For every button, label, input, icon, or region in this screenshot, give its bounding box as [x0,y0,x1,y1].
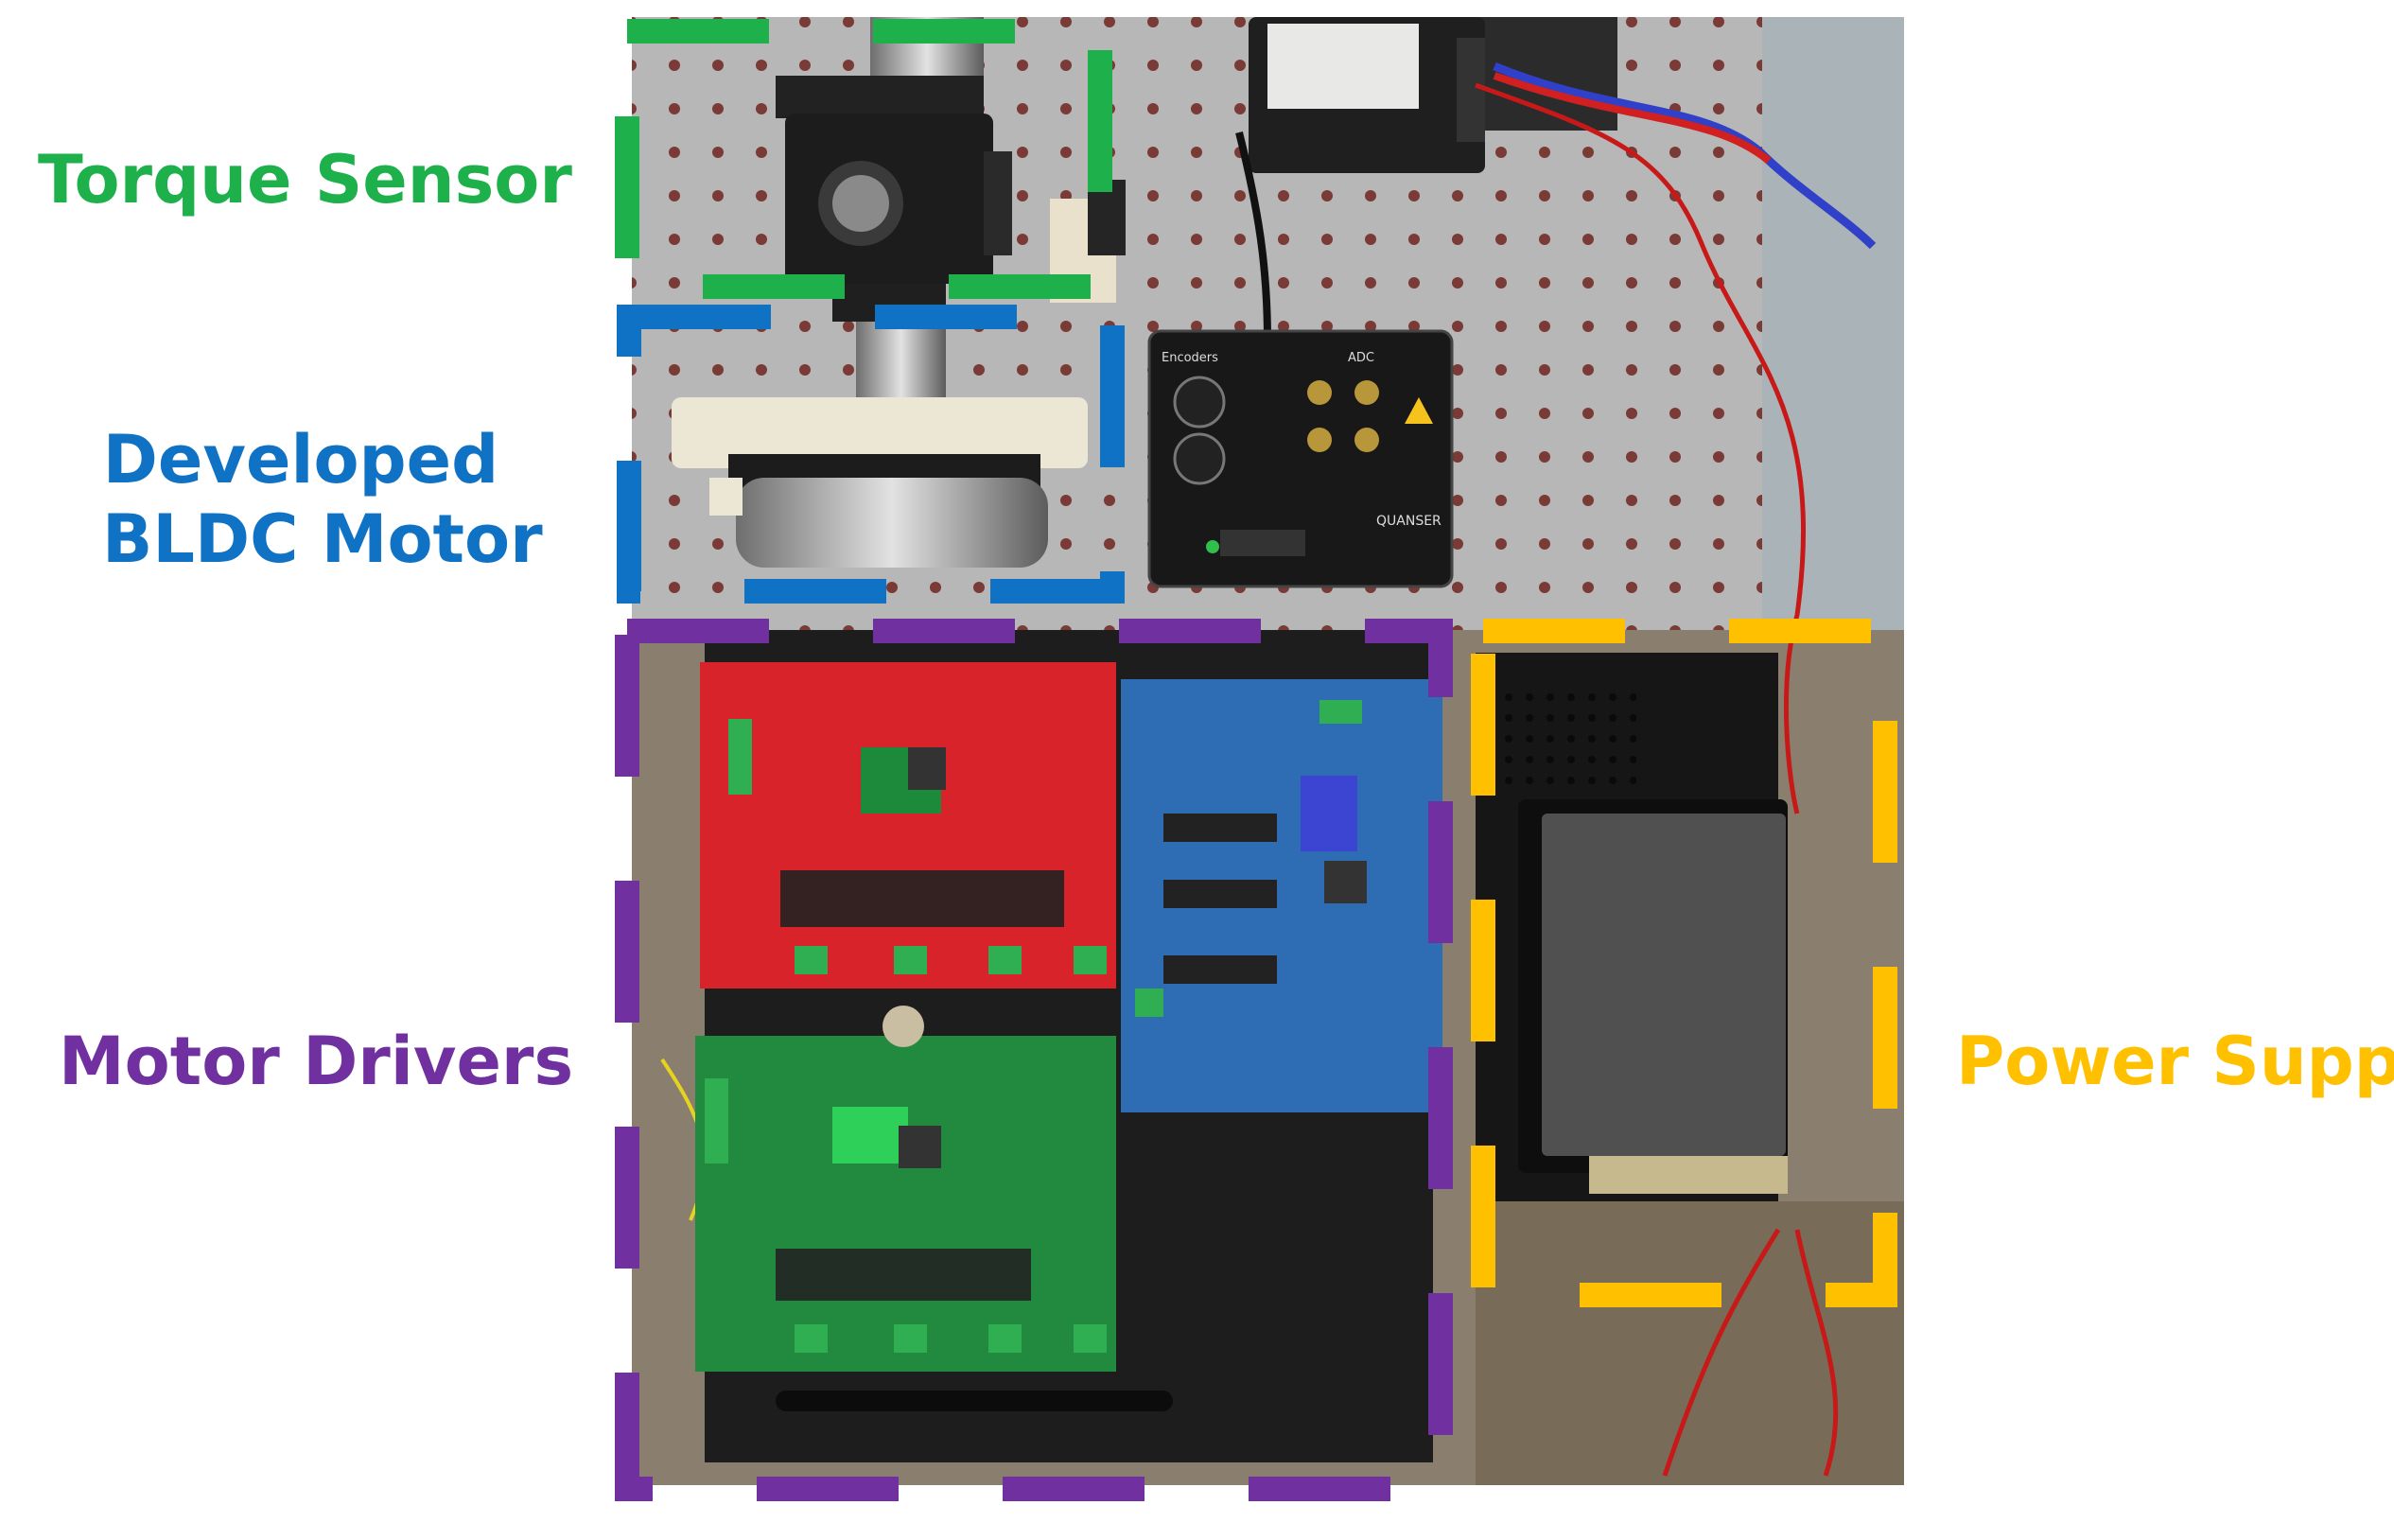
power-supply-device [1476,653,1788,1201]
torque-sensor-device [776,17,1126,435]
power-supply-dashed-box [1471,619,1897,1307]
cables [660,61,1877,1477]
bldc-motor-label: Developed BLDC Motor [102,420,543,579]
motor-drivers-dashed-box [615,619,1453,1501]
daq-board: Encoders ADC QUANSER [1147,329,1454,588]
blue-driver-board [1121,679,1442,1112]
daq-adc-text: ADC [1348,351,1374,365]
daq-brand-text: QUANSER [1376,514,1442,529]
bldc-motor-dashed-box [617,305,1125,604]
torque-sensor-label: Torque Sensor [38,141,572,219]
daq-encoders-text: Encoders [1162,351,1218,365]
breadboard-controller [1249,17,1485,173]
bldc-motor-device [672,397,1088,568]
green-driver-board [695,1006,1116,1372]
red-driver-board [700,662,1116,989]
bldc-motor-label-line2: BLDC Motor [102,500,543,578]
torque-sensor-dashed-box [615,19,1112,299]
power-supply-label: Power Supply [1956,1023,2394,1100]
motor-drivers-label: Motor Drivers [59,1023,574,1100]
bldc-motor-label-line1: Developed [102,421,499,499]
